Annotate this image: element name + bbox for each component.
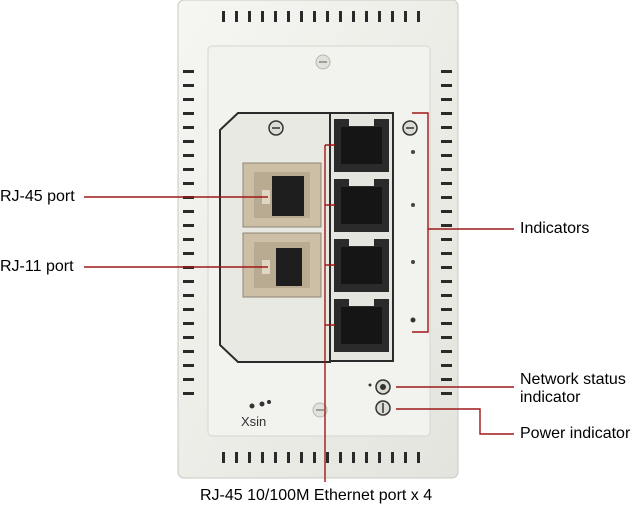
bottom-screw-icon: [312, 402, 328, 418]
led-indicator-3: [411, 260, 415, 264]
led-indicator-2: [411, 203, 415, 207]
rj45-port-label: RJ-45 port: [0, 188, 75, 205]
callout-lines: [84, 112, 514, 482]
network-status-label: Network status indicator: [520, 371, 626, 406]
callout-power: [396, 408, 514, 435]
rj45-jack: [242, 162, 322, 228]
ethernet-port-1: [334, 119, 389, 172]
ethernet-port-3: [334, 239, 389, 292]
network-status-led-icon: [368, 379, 391, 395]
led-indicator-1: [411, 150, 415, 154]
module-screw-icon: [268, 120, 284, 136]
indicators-bracket: [412, 112, 429, 333]
top-screw-icon: [315, 54, 331, 70]
ethernet-bracket-stems: [325, 144, 335, 326]
ethernet-ports-label: RJ-45 10/100M Ethernet port x 4: [200, 487, 433, 504]
power-led-icon: [375, 400, 391, 416]
right-vent-slots: [441, 70, 452, 395]
ethernet-port-4: [334, 299, 389, 352]
indicator-column: [402, 120, 418, 323]
rj11-jack: [242, 232, 322, 298]
rj11-port-label: RJ-11 port: [0, 258, 74, 275]
network-symbol-icon: [249, 400, 271, 409]
led-indicator-4: [410, 317, 416, 323]
bottom-vent-slots: [222, 452, 420, 463]
device-marking: Xsin: [241, 414, 266, 429]
power-indicator-label: Power indicator: [520, 425, 631, 442]
top-vent-slots: [222, 11, 420, 22]
indicators-label: Indicators: [520, 220, 590, 237]
ethernet-port-2: [334, 179, 389, 232]
